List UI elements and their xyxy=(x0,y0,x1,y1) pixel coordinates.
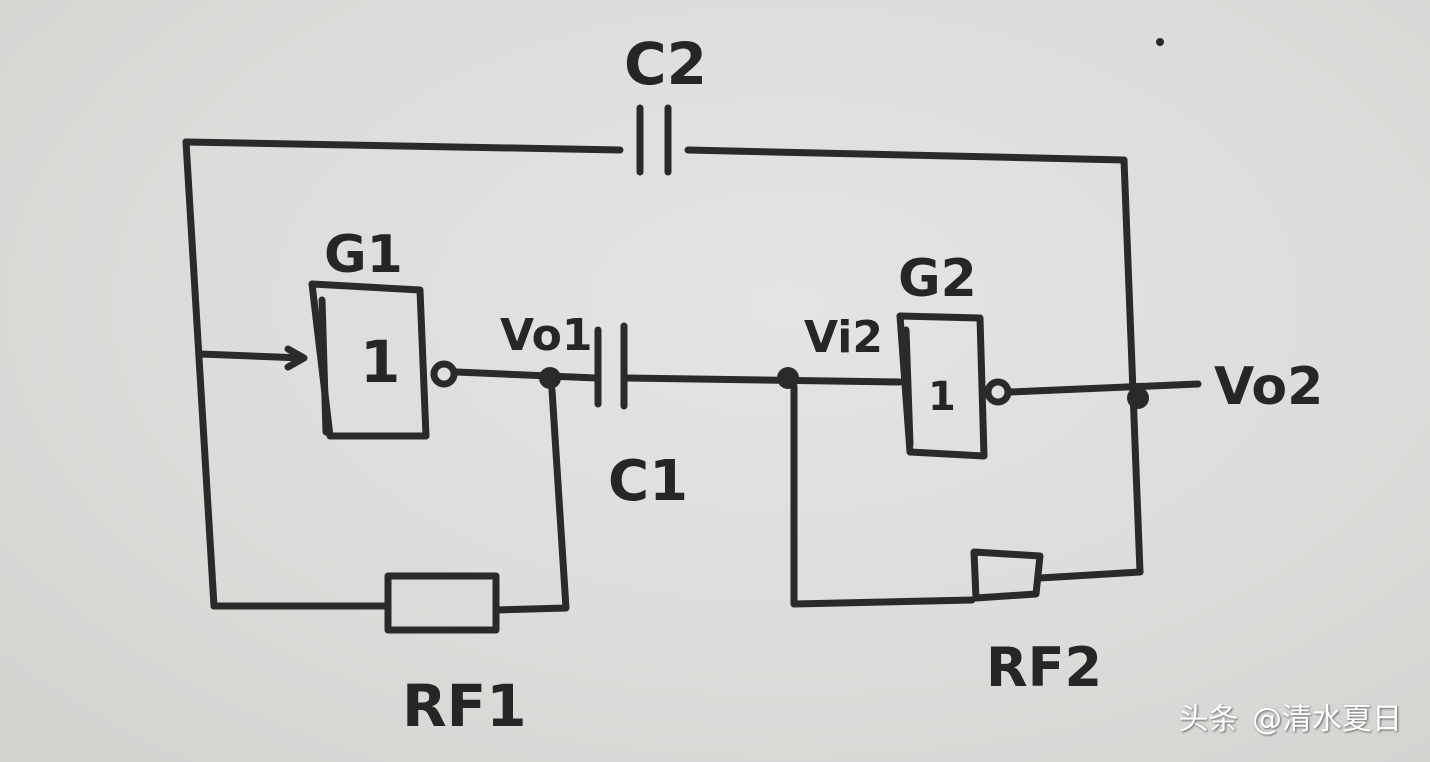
wire-top-left xyxy=(182,138,624,154)
watermark-source: 头条 xyxy=(1178,702,1239,737)
wire-rf1-right xyxy=(492,386,570,614)
wire-rf2-right xyxy=(1036,568,1144,582)
label-g2-symbol: 1 xyxy=(928,374,956,420)
junction-vo1 xyxy=(539,367,561,389)
wire-rf2-left xyxy=(790,382,976,608)
wire-g1-input xyxy=(196,350,306,362)
label-g1: G1 xyxy=(324,225,403,285)
label-c1: C1 xyxy=(608,449,688,514)
label-vi2: Vi2 xyxy=(804,312,883,363)
rf1-resistor xyxy=(384,572,500,634)
watermark-author: @清水夏日 xyxy=(1252,702,1402,737)
wire-left-vertical xyxy=(182,138,218,610)
label-vo2: Vo2 xyxy=(1214,357,1323,417)
arrow-g1-input xyxy=(284,345,308,371)
rf2-resistor xyxy=(970,548,1044,602)
watermark: 头条 @清水夏日 xyxy=(1178,694,1406,738)
g2-inner-line xyxy=(902,326,914,448)
wire-top-right xyxy=(684,146,1128,164)
wire-c1-to-vi2 xyxy=(622,374,904,386)
label-g2: G2 xyxy=(898,249,977,309)
label-c2: C2 xyxy=(624,30,707,98)
wire-vo1 xyxy=(452,368,600,382)
label-rf2: RF2 xyxy=(986,636,1102,699)
g1-inner-line xyxy=(318,296,330,436)
wire-vo2 xyxy=(1006,380,1202,396)
g2-inversion-bubble xyxy=(984,378,1012,406)
ink-speck xyxy=(1156,38,1164,46)
label-rf1: RF1 xyxy=(402,672,527,740)
g1-inversion-bubble xyxy=(430,360,458,388)
label-g1-symbol: 1 xyxy=(360,328,400,396)
label-vo1: Vo1 xyxy=(500,310,593,361)
wire-right-vertical xyxy=(1120,156,1144,576)
